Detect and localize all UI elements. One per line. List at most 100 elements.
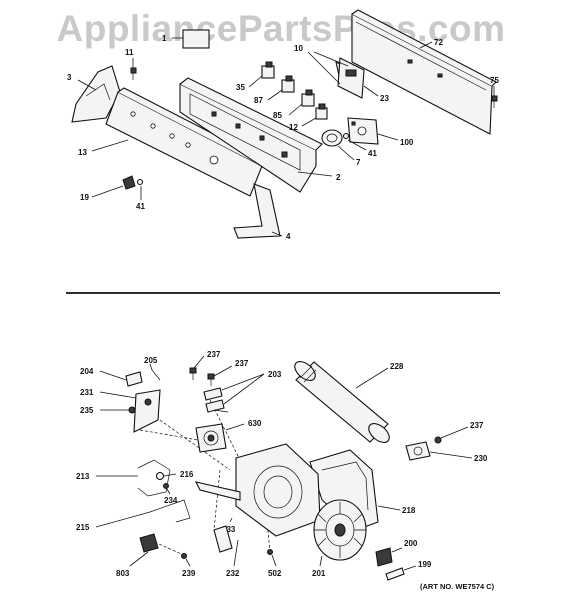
part-237b-screw xyxy=(207,373,215,386)
callout-23: 23 xyxy=(380,94,389,103)
leader-234 xyxy=(166,488,171,495)
part-23-mount-bracket xyxy=(337,57,365,99)
callout-228: 228 xyxy=(390,362,404,371)
callout-204: 204 xyxy=(80,367,94,376)
callout-231: 231 xyxy=(80,388,94,397)
part-19-knob xyxy=(122,175,136,190)
part-234-screw xyxy=(163,483,169,489)
part-3-end-cap xyxy=(71,65,121,123)
part-237c-screw xyxy=(434,436,442,444)
part-12-switch xyxy=(315,103,328,120)
part-87-switch xyxy=(281,75,295,93)
leader-7 xyxy=(337,145,355,161)
callout-232: 232 xyxy=(226,569,240,578)
watermark-text: AppliancePartsPros.com xyxy=(56,8,506,49)
callout-7: 7 xyxy=(356,158,361,167)
leader-232 xyxy=(233,539,239,567)
part-213-wire-harness xyxy=(137,459,171,497)
leader-2 xyxy=(297,171,333,177)
callout-216: 216 xyxy=(180,470,194,479)
leader-4 xyxy=(271,231,283,237)
callout-237b: 237 xyxy=(235,359,249,368)
part-199-screw xyxy=(385,567,405,581)
callout-803: 803 xyxy=(116,569,130,578)
callout-215: 215 xyxy=(76,523,90,532)
leader-231 xyxy=(99,391,137,399)
leader-13 xyxy=(91,139,129,152)
part-231-sensor-bracket xyxy=(133,389,161,433)
leader-10b xyxy=(313,51,349,67)
part-1-label-plate xyxy=(182,29,210,49)
callout-13: 13 xyxy=(78,148,87,157)
callout-75: 75 xyxy=(490,76,499,85)
callout-205: 205 xyxy=(144,356,158,365)
part-35-switch xyxy=(261,61,275,79)
part-502-screw xyxy=(267,549,273,555)
callout-200: 200 xyxy=(404,539,418,548)
part-75-screw xyxy=(491,95,498,108)
callout-41b: 41 xyxy=(368,149,377,158)
callout-199: 199 xyxy=(418,560,432,569)
part-803-connector xyxy=(139,533,159,553)
leader-205 xyxy=(149,363,153,371)
part-230-hi-limit-thermostat xyxy=(405,441,431,461)
part-11-screw xyxy=(130,67,137,80)
leader-3 xyxy=(77,79,97,91)
leader-35 xyxy=(248,75,263,88)
leader-218 xyxy=(377,505,401,511)
callout-630: 630 xyxy=(248,419,262,428)
callout-12: 12 xyxy=(289,123,298,132)
callout-19: 19 xyxy=(80,193,89,202)
part-41-clip xyxy=(136,178,144,186)
callout-11: 11 xyxy=(125,48,134,57)
callout-213: 213 xyxy=(76,472,90,481)
callout-85: 85 xyxy=(273,111,282,120)
leader-204 xyxy=(99,370,127,381)
callout-1: 1 xyxy=(162,34,167,43)
leader-502 xyxy=(271,554,277,567)
callout-72: 72 xyxy=(434,38,443,47)
leader-228 xyxy=(355,367,389,389)
leader-23 xyxy=(363,85,379,97)
leader-230 xyxy=(429,451,473,459)
part-205-wire-clip xyxy=(151,369,161,381)
part-13-control-panel xyxy=(105,87,270,197)
leader-19 xyxy=(91,185,124,198)
leader-100 xyxy=(377,133,399,141)
part-72-rear-panel xyxy=(351,9,497,135)
callout-239: 239 xyxy=(182,569,196,578)
leader-239 xyxy=(185,558,191,567)
part-237a-screw xyxy=(189,367,197,380)
callout-233: 233 xyxy=(222,525,236,534)
leader-233 xyxy=(229,517,233,523)
callout-234: 234 xyxy=(164,496,178,505)
leader-200 xyxy=(391,547,403,553)
part-216-thermistor xyxy=(155,471,165,481)
part-100-timer xyxy=(347,117,379,145)
callout-230: 230 xyxy=(474,454,488,463)
leader-630 xyxy=(225,423,245,431)
callout-10: 10 xyxy=(294,44,303,53)
callout-87: 87 xyxy=(254,96,263,105)
callout-100: 100 xyxy=(400,138,414,147)
part-4-support-bracket xyxy=(233,183,281,239)
callout-2: 2 xyxy=(336,173,341,182)
leader-237c xyxy=(440,426,469,439)
leader-237a xyxy=(193,355,205,369)
callout-237a: 237 xyxy=(207,350,221,359)
leader-237b xyxy=(213,365,233,377)
leader-87 xyxy=(267,89,283,101)
part-239-screw xyxy=(181,553,187,559)
part-204-thermostat xyxy=(125,371,143,387)
leader-41b xyxy=(347,139,367,151)
part-235-screw xyxy=(128,406,136,414)
callout-41a: 41 xyxy=(136,202,145,211)
callout-203: 203 xyxy=(268,370,282,379)
callout-235: 235 xyxy=(80,406,94,415)
part-7-knob xyxy=(321,129,343,147)
callout-201: 201 xyxy=(312,569,326,578)
callout-502: 502 xyxy=(268,569,282,578)
callout-218: 218 xyxy=(402,506,416,515)
part-232-support xyxy=(213,525,233,553)
